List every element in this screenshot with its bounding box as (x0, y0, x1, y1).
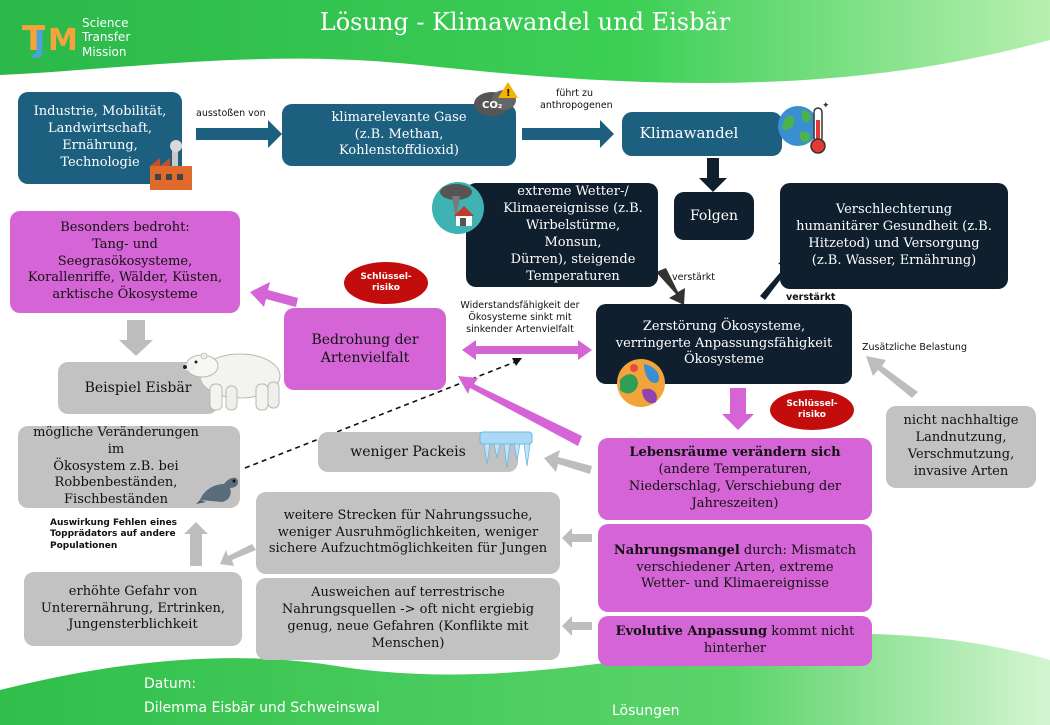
box-longer-routes: weitere Strecken für Nahrungssuche, weni… (256, 492, 560, 574)
page-title: Lösung - Klimawandel und Eisbär (319, 8, 731, 36)
label-leads-to: führt zu anthropogenen (540, 88, 613, 111)
box-habitats: Lebensräume verändern sich (andere Tempe… (598, 438, 872, 520)
footer-date: Datum: (144, 676, 197, 692)
box-unsustainable: nicht nachhaltige Landnutzung, Verschmut… (886, 406, 1036, 488)
label-resilience: Widerstandsfähigkeit der Ökosysteme sink… (460, 300, 580, 335)
box-humanitarian: Verschlechterung humanitärer Gesundheit … (780, 183, 1008, 289)
box-climate-change: Klimawandel (622, 112, 782, 156)
factory-icon (150, 140, 192, 190)
svg-text:M: M (48, 23, 78, 58)
box-evolution: Evolutive Anpassung kommt nicht hinterhe… (598, 616, 872, 666)
footer-subtitle: Dilemma Eisbär und Schweinswal (144, 700, 380, 716)
footer-solutions: Lösungen (612, 703, 680, 719)
polar-bear-image (183, 352, 281, 411)
box-ecosystems: Zerstörung Ökosysteme, verringerte Anpas… (596, 304, 852, 384)
box-industry: Industrie, Mobilität, Landwirtschaft, Er… (18, 92, 182, 184)
key-risk-badge-1: Schlüssel- risiko (344, 262, 428, 304)
svg-text:T: T (22, 19, 46, 58)
svg-text:CO₂: CO₂ (482, 100, 502, 111)
logo-icon: T J M (22, 19, 78, 58)
box-consequences: Folgen (674, 192, 754, 240)
box-ecosystem-changes: mögliche Veränderungen im Ökosystem z.B.… (18, 425, 240, 508)
box-polar-bear: Beispiel Eisbär (58, 362, 218, 414)
key-risk-badge-2: Schlüssel- risiko (770, 390, 854, 430)
earth-thermometer-icon: ✦ (778, 101, 830, 154)
box-gases: klimarelevante Gase (z.B. Methan, Kohlen… (282, 104, 516, 166)
label-emit: ausstoßen von (196, 108, 266, 119)
co2-cloud-icon: CO₂ ! (474, 82, 518, 116)
svg-text:J: J (32, 25, 45, 58)
svg-text:!: ! (506, 88, 511, 99)
seal-icon (196, 477, 238, 504)
box-extreme-weather: extreme Wetter-/ Klimaereignisse (z.B. W… (466, 183, 658, 287)
storm-icon (432, 182, 484, 234)
svg-text:✦: ✦ (822, 101, 830, 111)
logo-text: Science Transfer Mission (82, 16, 131, 59)
box-danger: erhöhte Gefahr von Unterernährung, Ertri… (24, 572, 242, 646)
box-terrestrial: Ausweichen auf terrestrische Nahrungsque… (256, 578, 560, 660)
label-amplifies-2: verstärkt (786, 292, 836, 303)
label-amplifies-1: verstärkt (672, 272, 716, 283)
box-food-shortage: Nahrungsmangel durch: Mismatch verschied… (598, 524, 872, 612)
ice-icon (479, 431, 533, 469)
label-top-predators: Auswirkung Fehlen eines Topprädators auf… (50, 518, 178, 551)
ecosystem-globe-icon (617, 359, 665, 407)
box-biodiversity: Bedrohung der Artenvielfalt (284, 308, 446, 390)
box-threatened: Besonders bedroht: Tang- und Seegrasökos… (10, 211, 240, 313)
label-extra-burden: Zusätzliche Belastung (862, 342, 967, 353)
